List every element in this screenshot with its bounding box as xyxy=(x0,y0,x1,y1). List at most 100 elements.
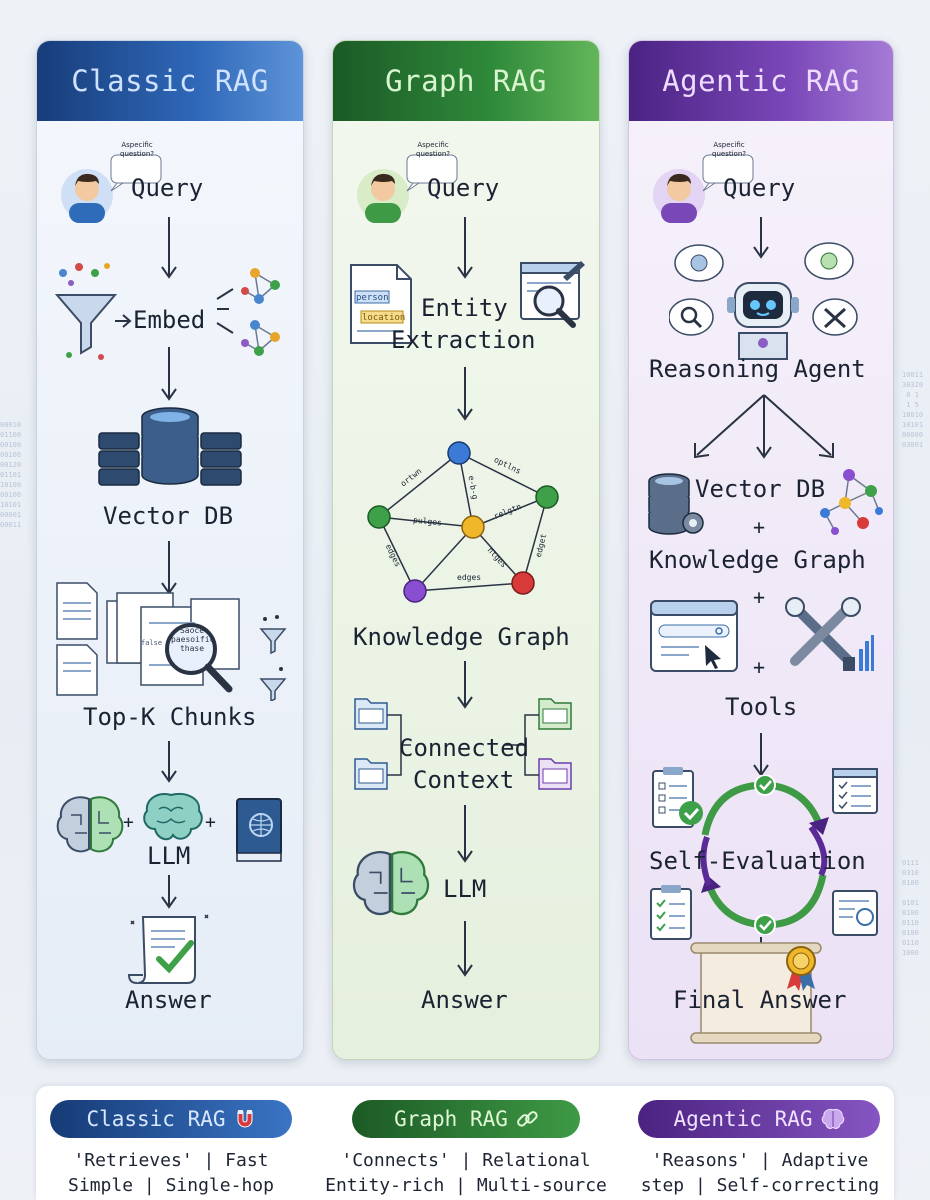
classic-rag-panel: Classic RAG Aspecific question? Query Em… xyxy=(36,40,304,1060)
funnel-icon xyxy=(51,261,121,361)
arrow-down-icon xyxy=(455,921,475,977)
binary-decoration-right: 10011 30320 0 1 1 5 18010 10101 00000 03… xyxy=(902,371,924,449)
plus-sign: + xyxy=(123,812,134,833)
binary-decoration-left: 00010 01100 00100 00100 00120 01101 1010… xyxy=(0,421,22,529)
arrow-down-icon xyxy=(159,217,179,279)
graph-step-answer: Answer xyxy=(421,986,508,1014)
tag-location: location xyxy=(362,313,406,323)
folder-icon xyxy=(505,693,575,797)
database-icon xyxy=(95,403,245,495)
magnifier-icon xyxy=(519,259,589,343)
graph-rag-title: Graph RAG xyxy=(333,41,599,121)
summary-graph-pill: Graph RAG xyxy=(352,1100,580,1138)
plus-sign: + xyxy=(205,812,216,833)
graph-step-connected: Connected xyxy=(399,734,530,762)
agentic-rag-panel: Agentic RAG Aspecific question? Query xyxy=(628,40,894,1060)
graph-rag-panel: Graph RAG Aspecific question? Query pers… xyxy=(332,40,600,1060)
knowledge-graph-icon xyxy=(357,433,577,613)
summary-classic-line2: Simple | Single-hop xyxy=(68,1175,274,1196)
graph-step-extraction: Extraction xyxy=(391,326,536,354)
classic-step-query: Query xyxy=(131,174,204,202)
user-icon xyxy=(59,153,169,223)
medal-icon xyxy=(781,943,821,991)
agentic-plus-2: + xyxy=(753,585,766,609)
agentic-plus-3: + xyxy=(753,655,766,679)
agentic-step-knowledge-graph: Knowledge Graph xyxy=(649,546,866,574)
edge-label: edges xyxy=(457,573,482,582)
classic-step-answer: Answer xyxy=(125,986,212,1014)
graph-step-llm: LLM xyxy=(443,875,487,903)
summary-agentic-line1: 'Reasons' | Adaptive xyxy=(651,1150,869,1171)
graph-step-query: Query xyxy=(427,174,500,202)
chunk-text-2: paesoific xyxy=(171,635,215,644)
database-icon xyxy=(645,471,709,541)
agentic-step-query: Query xyxy=(723,174,796,202)
brain-icon xyxy=(55,793,125,859)
classic-step-llm: LLM xyxy=(147,842,191,870)
agentic-speech-text: Aspecific question? xyxy=(712,141,746,158)
document-icon xyxy=(347,261,417,347)
thought-bubble-icon xyxy=(669,239,859,349)
browser-icon xyxy=(649,597,741,677)
agentic-plus-1: + xyxy=(753,515,766,539)
classic-rag-title: Classic RAG xyxy=(37,41,303,121)
summary-graph-desc: 'Connects' | Relational Entity-rich | Mu… xyxy=(324,1148,608,1198)
branch-arrows-icon xyxy=(689,393,839,463)
agentic-step-self-evaluation: Self-Evaluation xyxy=(649,847,866,875)
network-icon xyxy=(815,467,885,541)
summary-graph-line2: Entity-rich | Multi-source xyxy=(325,1175,607,1196)
documents-icon xyxy=(51,579,291,701)
arrow-down-icon xyxy=(159,741,179,783)
arrow-down-icon xyxy=(455,367,475,421)
summary-classic-name: Classic RAG xyxy=(86,1107,226,1131)
robot-icon xyxy=(725,277,801,361)
classic-step-vector-db: Vector DB xyxy=(103,502,234,530)
document-refresh-icon xyxy=(829,887,883,941)
arrow-down-icon xyxy=(751,733,771,777)
folder-icon xyxy=(351,693,411,797)
user-icon xyxy=(355,153,465,223)
arrow-down-icon xyxy=(455,217,475,279)
agentic-step-reasoning-agent: Reasoning Agent xyxy=(649,355,866,383)
arrow-down-icon xyxy=(751,217,771,259)
cycle-icon xyxy=(695,775,835,935)
brain-icon xyxy=(141,791,203,847)
classic-step-top-k-chunks: Top-K Chunks xyxy=(83,703,257,731)
magnet-icon xyxy=(234,1108,256,1130)
classic-speech-text: Aspecific question? xyxy=(120,141,154,158)
summary-classic-desc: 'Retrieves' | Fast Simple | Single-hop xyxy=(50,1148,292,1198)
summary-graph-line1: 'Connects' | Relational xyxy=(341,1150,591,1171)
brain-icon xyxy=(821,1108,845,1130)
summary-agentic-name: Agentic RAG xyxy=(673,1107,813,1131)
agentic-rag-title: Agentic RAG xyxy=(629,41,893,121)
arrow-down-icon xyxy=(455,805,475,863)
link-icon xyxy=(516,1108,538,1130)
chunk-text-3: thase xyxy=(179,644,205,653)
tools-icon xyxy=(785,597,875,679)
summary-agentic-pill: Agentic RAG xyxy=(638,1100,880,1138)
graph-step-entity: Entity xyxy=(421,294,508,322)
arrow-right-icon xyxy=(115,311,133,331)
checklist-icon xyxy=(647,883,697,943)
network-icon xyxy=(215,263,295,363)
arrow-down-icon xyxy=(159,347,179,401)
summary-agentic-line2: step | Self-correcting xyxy=(640,1175,880,1196)
chunk-magnifier-text: Saoce paesoific thase xyxy=(171,626,215,653)
binary-decoration-right-lower: 0111 0310 0100 0101 0100 0110 0100 0110 … xyxy=(902,859,919,957)
agentic-step-vector-db: Vector DB xyxy=(695,475,826,503)
classic-step-embed: Embed xyxy=(133,306,206,334)
answer-scroll-icon xyxy=(125,907,215,987)
user-icon xyxy=(651,153,761,223)
summary-bar: Classic RAG 'Retrieves' | Fast Simple | … xyxy=(36,1086,894,1200)
summary-classic-line1: 'Retrieves' | Fast xyxy=(73,1150,269,1171)
chunk-file-label: false xyxy=(141,639,163,647)
summary-graph-name: Graph RAG xyxy=(394,1107,508,1131)
summary-classic-pill: Classic RAG xyxy=(50,1100,292,1138)
checklist-icon xyxy=(649,765,709,833)
graph-speech-text: Aspecific question? xyxy=(416,141,450,158)
chunk-text-1: Saoce xyxy=(179,626,205,635)
arrow-down-icon xyxy=(455,661,475,709)
arrow-down-icon xyxy=(159,875,179,909)
agentic-step-tools: Tools xyxy=(725,693,798,721)
graph-step-knowledge-graph: Knowledge Graph xyxy=(353,623,570,651)
